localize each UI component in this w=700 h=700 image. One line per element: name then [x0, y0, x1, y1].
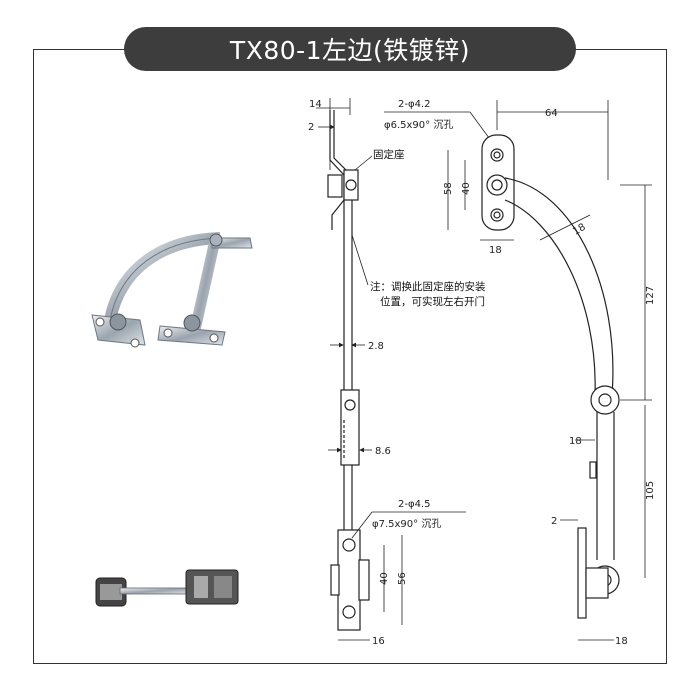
holes-top-label: 2-φ4.2 [398, 99, 430, 110]
dim-18-arc: 18 [571, 222, 588, 238]
holes-bottom-label: 2-φ4.5 [398, 499, 430, 510]
dim-40-bottom: 40 [379, 572, 390, 585]
dim-16: 16 [372, 636, 385, 647]
fixed-seat-label: 固定座 [373, 148, 405, 161]
dim-64: 64 [545, 108, 558, 119]
hinge-folded-photo [95, 569, 239, 607]
dim-56: 56 [397, 572, 408, 585]
hinge-photo [91, 232, 253, 348]
dim-58: 58 [443, 182, 454, 195]
note-line-1: 注：调换此固定座的安装 [370, 280, 486, 293]
side-view [327, 110, 370, 631]
product-title: TX80-1左边(铁镀锌) [124, 27, 576, 71]
dim-18-bottom: 18 [615, 636, 628, 647]
countersink-top-label: φ6.5x90° 沉孔 [384, 118, 453, 131]
dim-18-top: 18 [489, 245, 502, 256]
dim-14: 14 [309, 99, 322, 110]
dim-2-8: 2.8 [368, 341, 384, 352]
front-view [481, 134, 620, 619]
dim-127: 127 [645, 286, 656, 305]
dim-18-mid: 18 [569, 436, 582, 447]
note-line-2: 位置，可实现左右开门 [380, 295, 485, 308]
countersink-bottom-label: φ7.5x90° 沉孔 [372, 517, 441, 530]
dim-105: 105 [645, 481, 656, 500]
dim-2-bottom: 2 [551, 516, 557, 527]
dim-40-top: 40 [461, 182, 472, 195]
dim-2-top: 2 [308, 122, 314, 133]
dim-8-6: 8.6 [375, 446, 391, 457]
